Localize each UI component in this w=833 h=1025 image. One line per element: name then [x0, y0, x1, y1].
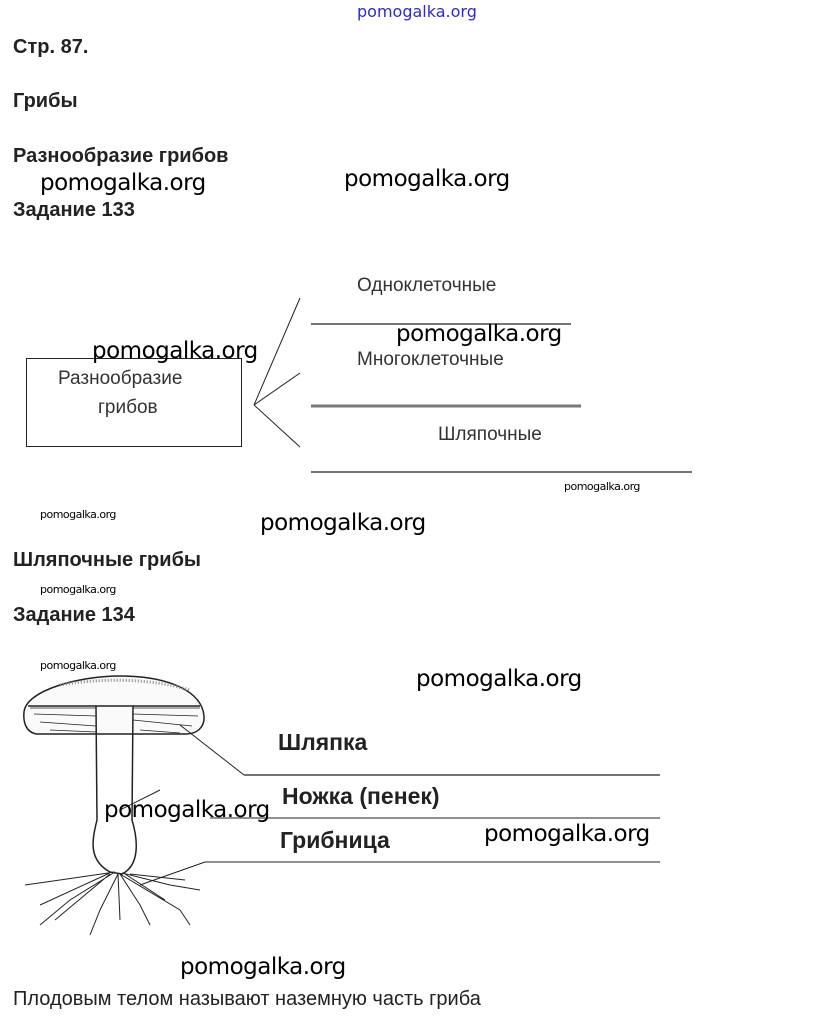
diagram-box-label: грибов	[98, 397, 158, 418]
mushroom-illustration	[23, 675, 660, 936]
pointer-arrow	[119, 789, 161, 811]
watermark: pomogalka.org	[484, 821, 650, 847]
header-watermark[interactable]: pomogalka.org	[357, 2, 477, 21]
diagram-box	[26, 358, 242, 447]
pointer-line	[139, 861, 206, 886]
page-number: Стр. 87.	[13, 36, 89, 58]
watermark: pomogalka.org	[344, 166, 510, 192]
branch-label: Шляпочные	[438, 424, 542, 445]
watermark: pomogalka.org	[416, 666, 582, 692]
watermark: pomogalka.org	[40, 659, 116, 672]
watermark: pomogalka.org	[40, 508, 116, 521]
task-title: Задание 134	[13, 604, 135, 626]
watermark: pomogalka.org	[92, 338, 258, 364]
watermark: pomogalka.org	[180, 954, 346, 980]
pointer-line	[179, 724, 245, 776]
section-title: Разнообразие грибов	[13, 145, 229, 167]
watermark: pomogalka.org	[564, 480, 640, 493]
branch-label: Многоклеточные	[357, 349, 504, 370]
part-label-cap: Шляпка	[278, 729, 368, 755]
watermark: pomogalka.org	[260, 510, 426, 536]
watermark: pomogalka.org	[40, 583, 116, 596]
watermark: pomogalka.org	[40, 170, 206, 196]
section-title: Шляпочные грибы	[13, 549, 201, 571]
chapter-title: Грибы	[13, 90, 78, 112]
branch-line	[253, 297, 301, 406]
branch-line	[253, 404, 301, 448]
task-title: Задание 133	[13, 199, 135, 221]
branch-line	[253, 372, 301, 406]
diagram-box-label: Разнообразие	[58, 368, 183, 389]
diversity-diagram	[26, 297, 692, 473]
part-label-stem: Ножка (пенек)	[282, 783, 440, 809]
watermark: pomogalka.org	[396, 321, 562, 347]
watermark: pomogalka.org	[104, 797, 270, 823]
part-label-mycelium: Грибница	[280, 827, 390, 853]
branch-label: Одноклеточные	[357, 275, 497, 296]
conclusion-text: Плодовым телом называют наземную часть г…	[13, 988, 481, 1010]
